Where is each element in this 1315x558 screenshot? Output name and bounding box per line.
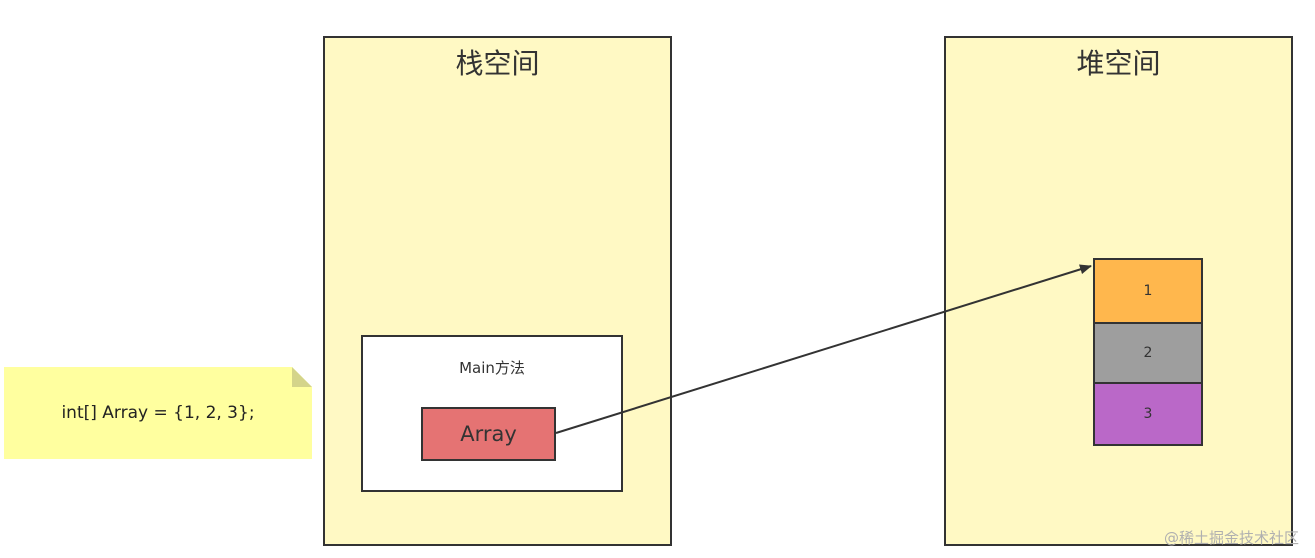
heap-space-title: 堆空间 <box>1076 47 1161 80</box>
watermark-text: @稀土掘金技术社区 <box>1163 529 1299 547</box>
heap-array-cell: 2 <box>1093 322 1203 384</box>
heap-array-cell: 3 <box>1093 382 1203 446</box>
code-note-text: int[] Array = {1, 2, 3}; <box>61 403 255 423</box>
stack-space-title: 栈空间 <box>455 47 540 80</box>
main-method-title: Main方法 <box>459 359 525 377</box>
code-note <box>4 367 312 459</box>
heap-array-cell: 1 <box>1093 258 1203 324</box>
array-reference-variable: Array <box>421 407 556 461</box>
